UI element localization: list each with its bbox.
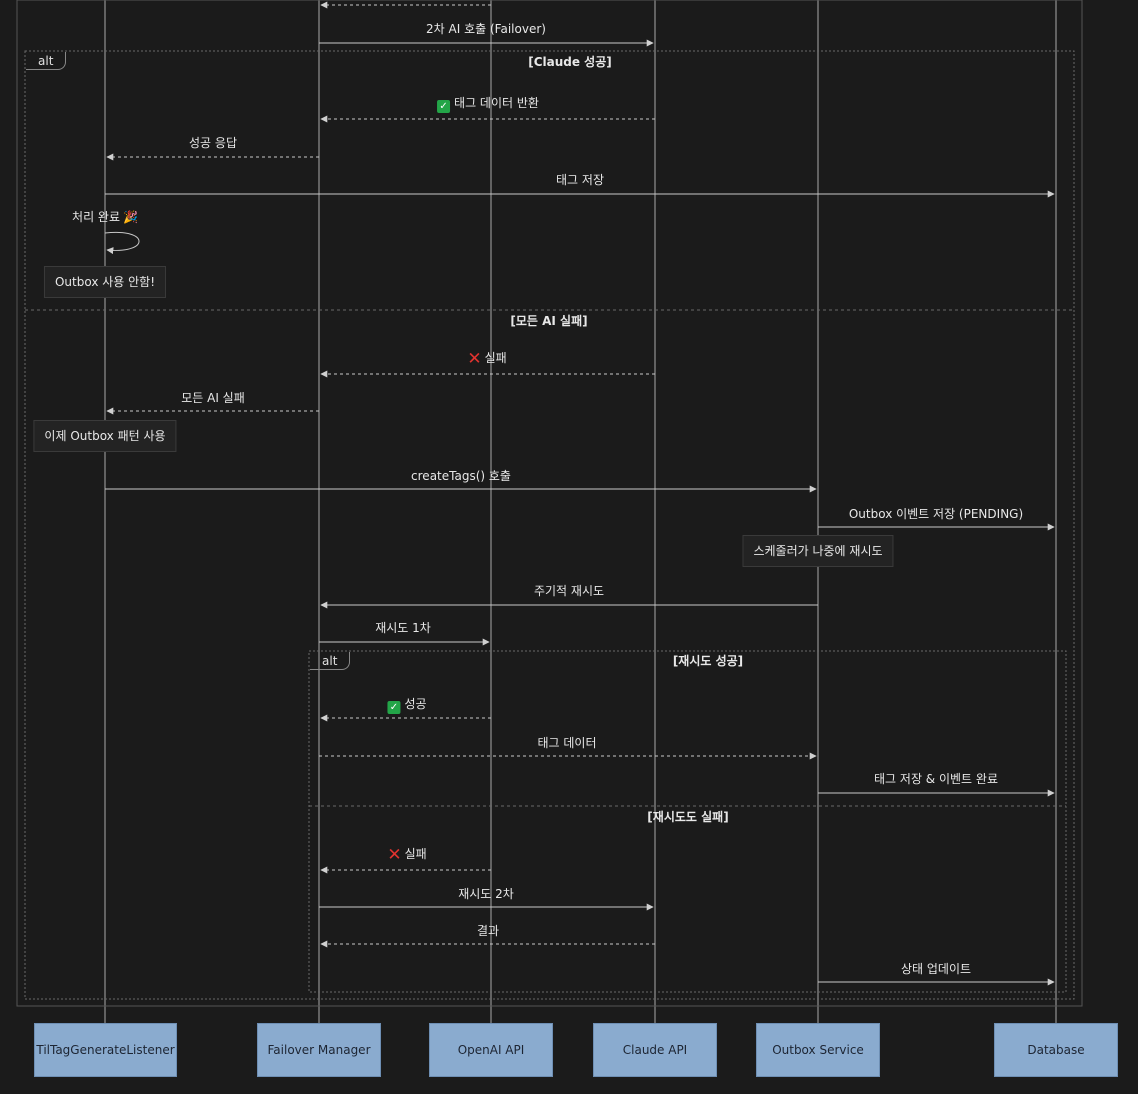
alt-frame-outer xyxy=(24,50,1075,1000)
note-use-outbox: 이제 Outbox 패턴 사용 xyxy=(33,420,177,452)
condition-all-ai-fail: [모든 AI 실패] xyxy=(510,314,588,328)
alt-label-outer: alt xyxy=(26,52,66,70)
message-m2: 태그 데이터 반환 xyxy=(454,96,539,110)
check-icon: ✓ xyxy=(387,701,401,714)
outer-frame xyxy=(16,0,1083,1007)
message-m17: 결과 xyxy=(476,924,500,938)
cross-icon: ✕ xyxy=(467,349,482,369)
message-m15-wrap: ✕실패 xyxy=(387,845,427,865)
message-m5-wrap: 처리 완료🎉 xyxy=(72,210,138,224)
message-m13: 태그 데이터 xyxy=(537,736,597,750)
condition-claude-success: [Claude 성공] xyxy=(528,55,612,69)
message-m7: 모든 AI 실패 xyxy=(181,391,245,405)
note-scheduler-retry: 스케줄러가 나중에 재시도 xyxy=(742,535,894,567)
message-m16: 재시도 2차 xyxy=(458,887,514,901)
alt-label-inner: alt xyxy=(310,652,350,670)
message-m11: 재시도 1차 xyxy=(375,621,431,635)
actor-claude-api: Claude API xyxy=(593,1023,717,1077)
actor-database: Database xyxy=(994,1023,1118,1077)
message-m5: 처리 완료 xyxy=(72,210,121,224)
message-m3: 성공 응답 xyxy=(189,136,237,150)
check-icon: ✓ xyxy=(437,100,451,113)
message-m2-wrap: ✓태그 데이터 반환 xyxy=(437,96,539,113)
party-popper-icon: 🎉 xyxy=(123,210,138,224)
actor-til-tag-generate-listener: TilTagGenerateListener xyxy=(34,1023,177,1077)
message-m4: 태그 저장 xyxy=(556,173,604,187)
actor-outbox-service: Outbox Service xyxy=(756,1023,880,1077)
condition-retry-success: [재시도 성공] xyxy=(672,654,744,668)
alt-frame-inner xyxy=(308,650,1067,993)
message-m1: 2차 AI 호출 (Failover) xyxy=(426,22,546,36)
message-m14: 태그 저장 & 이벤트 완료 xyxy=(874,772,998,786)
arrow-m5-self xyxy=(104,231,140,255)
cross-icon: ✕ xyxy=(387,845,402,865)
message-m6-wrap: ✕실패 xyxy=(467,349,507,369)
actor-failover-manager: Failover Manager xyxy=(257,1023,381,1077)
actor-openai-api: OpenAI API xyxy=(429,1023,553,1077)
message-m10: 주기적 재시도 xyxy=(533,584,605,598)
message-m12: 성공 xyxy=(404,697,427,711)
condition-retry-fail: [재시도도 실패] xyxy=(647,810,729,824)
message-m6: 실패 xyxy=(484,351,507,365)
note-no-outbox: Outbox 사용 안함! xyxy=(43,266,167,298)
message-m12-wrap: ✓성공 xyxy=(387,697,427,714)
message-m8: createTags() 호출 xyxy=(411,469,511,483)
message-m9: Outbox 이벤트 저장 (PENDING) xyxy=(848,507,1024,521)
message-m15: 실패 xyxy=(404,847,427,861)
message-m18: 상태 업데이트 xyxy=(900,962,972,976)
